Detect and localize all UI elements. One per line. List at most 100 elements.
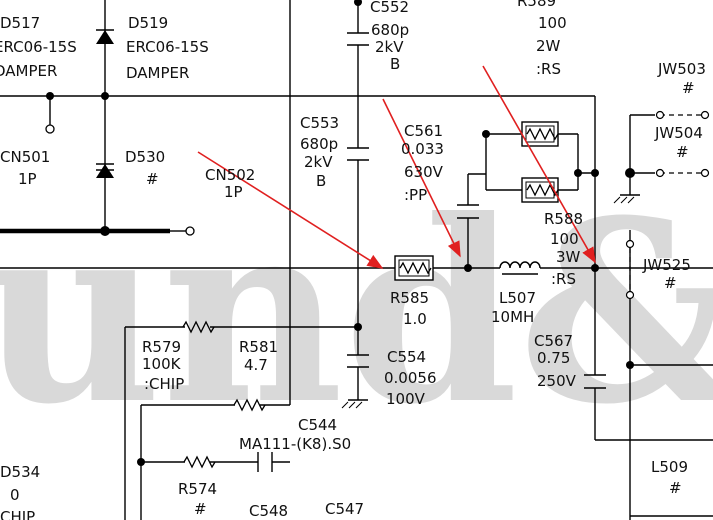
svg-text:1P: 1P — [18, 170, 37, 188]
svg-text:C561: C561 — [404, 122, 443, 140]
svg-text:C554: C554 — [387, 348, 426, 366]
svg-text:R579: R579 — [142, 338, 181, 356]
capacitor-c552 — [347, 32, 369, 46]
svg-text:C548: C548 — [249, 502, 288, 520]
annotation-arrows — [197, 65, 596, 269]
label-r588: R588 100 3W :RS — [544, 210, 583, 288]
svg-text:680p: 680p — [300, 135, 338, 153]
label-r585: R585 1.0 — [390, 289, 429, 328]
svg-text:#: # — [194, 500, 207, 518]
svg-text:680p: 680p — [371, 21, 409, 39]
label-jw503: JW503 # — [657, 60, 706, 97]
svg-text:2W: 2W — [536, 37, 561, 55]
svg-text:R574: R574 — [178, 480, 217, 498]
label-c553: C553 680p 2kV B — [300, 114, 339, 190]
svg-text:2kV: 2kV — [304, 153, 333, 171]
label-r579: R579 100K :CHIP — [142, 338, 184, 393]
svg-text:3W: 3W — [556, 248, 581, 266]
svg-text:JW503: JW503 — [657, 60, 706, 78]
svg-text:und&: und& — [0, 165, 713, 459]
svg-text:100V: 100V — [386, 390, 426, 408]
arrow-to-r588 — [482, 65, 596, 264]
svg-text:#: # — [682, 79, 695, 97]
label-c567: C567 0.75 250V — [534, 332, 577, 390]
svg-text:ERC06-15S: ERC06-15S — [0, 38, 77, 56]
label-d530: D530 # — [125, 148, 165, 188]
svg-text:0.033: 0.033 — [401, 140, 444, 158]
junctions — [46, 0, 635, 466]
svg-text:JW504: JW504 — [654, 124, 703, 142]
svg-text:CN501: CN501 — [0, 148, 50, 166]
svg-text:#: # — [146, 170, 159, 188]
capacitor-c567 — [584, 374, 606, 389]
svg-text::CHIP: :CHIP — [144, 375, 184, 393]
resistor-r589 — [521, 121, 559, 147]
label-jw525: JW525 # — [642, 256, 691, 292]
capacitor-c553 — [347, 147, 369, 161]
label-c547: C547 — [325, 500, 364, 518]
resistor-r585 — [394, 255, 434, 281]
jumpers — [625, 110, 710, 300]
svg-text:R588: R588 — [544, 210, 583, 228]
svg-text:D519: D519 — [128, 14, 168, 32]
svg-text:R585: R585 — [390, 289, 429, 307]
svg-text:CN502: CN502 — [205, 166, 255, 184]
svg-text:MA111-(K8).S0: MA111-(K8).S0 — [239, 435, 351, 453]
svg-text:DAMPER: DAMPER — [0, 62, 57, 80]
svg-text:B: B — [390, 55, 400, 73]
diode-d519 — [96, 29, 114, 44]
ground-symbols — [341, 194, 640, 409]
svg-text:C553: C553 — [300, 114, 339, 132]
svg-text:C552: C552 — [370, 0, 409, 16]
svg-text:#: # — [669, 479, 682, 497]
svg-text:D534: D534 — [0, 463, 40, 481]
label-r581: R581 4.7 — [239, 338, 278, 374]
label-c554: C554 0.0056 100V — [384, 348, 437, 408]
svg-text:R581: R581 — [239, 338, 278, 356]
label-jw504: JW504 # — [654, 124, 703, 161]
svg-text:#: # — [676, 143, 689, 161]
svg-text:0.0056: 0.0056 — [384, 369, 437, 387]
label-d519: D519 ERC06-15S DAMPER — [126, 14, 209, 82]
label-c552: C552 680p 2kV B — [370, 0, 409, 73]
label-d517: D517 ERC06-15S DAMPER — [0, 14, 77, 80]
diode-d530 — [96, 163, 114, 178]
svg-text:L507: L507 — [499, 289, 536, 307]
svg-text:D517: D517 — [0, 14, 40, 32]
svg-text:2kV: 2kV — [375, 38, 404, 56]
svg-text:C547: C547 — [325, 500, 364, 518]
svg-text:100: 100 — [538, 14, 567, 32]
watermark: und& — [0, 165, 713, 459]
svg-text:0.75: 0.75 — [537, 349, 570, 367]
resistor-r588 — [521, 177, 559, 203]
svg-text::PP: :PP — [404, 186, 427, 204]
svg-text:1.0: 1.0 — [403, 310, 427, 328]
arrow-to-r585 — [197, 151, 384, 269]
svg-text:#: # — [664, 274, 677, 292]
svg-text:100: 100 — [550, 230, 579, 248]
svg-text:0: 0 — [10, 486, 20, 504]
svg-text:ERC06-15S: ERC06-15S — [126, 38, 209, 56]
connectors — [45, 124, 195, 236]
label-cn502: CN502 1P — [205, 166, 255, 201]
capacitor-c561 — [457, 204, 479, 219]
svg-text::RS: :RS — [536, 60, 561, 78]
label-d534: D534 0 CHIP — [0, 463, 40, 520]
label-l507: L507 10MH — [491, 289, 536, 326]
svg-text:JW525: JW525 — [642, 256, 691, 274]
svg-text:D530: D530 — [125, 148, 165, 166]
arrow-to-c561 — [382, 98, 461, 258]
label-c544: C544 MA111-(K8).S0 — [239, 416, 351, 453]
svg-text:CHIP: CHIP — [0, 508, 35, 520]
svg-text:C544: C544 — [298, 416, 337, 434]
svg-text:4.7: 4.7 — [244, 356, 268, 374]
svg-text:C567: C567 — [534, 332, 573, 350]
capacitor-c544 — [257, 452, 273, 472]
inductor-l507 — [499, 261, 541, 275]
svg-text:250V: 250V — [537, 372, 577, 390]
svg-text:1P: 1P — [224, 183, 243, 201]
capacitor-c554 — [347, 354, 369, 368]
